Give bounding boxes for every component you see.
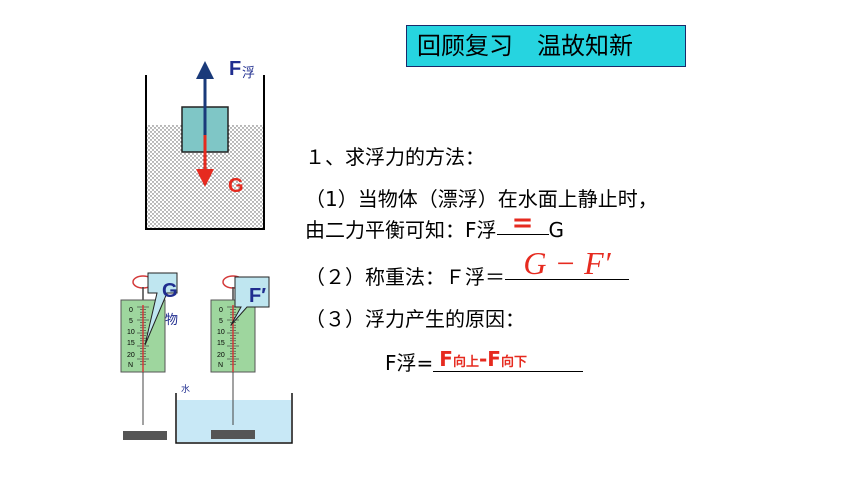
formula-f2: F bbox=[487, 347, 501, 371]
right-callout-label: F′ bbox=[249, 285, 266, 307]
left-tick-0: 0 bbox=[129, 307, 133, 314]
item1-suffix: G bbox=[548, 218, 565, 242]
item2-prefix: （２）称重法：Ｆ浮＝ bbox=[305, 265, 505, 289]
left-tick-10: 10 bbox=[127, 329, 135, 336]
left-tick-20: 20 bbox=[127, 352, 135, 359]
formula-answer: F向上-F向下 bbox=[433, 347, 584, 372]
right-callout bbox=[230, 276, 270, 326]
right-tick-0: 0 bbox=[219, 307, 223, 314]
right-tick-unit: N bbox=[218, 362, 223, 369]
left-weight bbox=[123, 431, 167, 440]
formula-line: F浮=F向上-F向下 bbox=[385, 347, 584, 376]
item1-answer: = bbox=[496, 210, 549, 236]
formula-minus: - bbox=[478, 347, 488, 371]
item3-line: （３）浮力产生的原因： bbox=[305, 307, 525, 331]
beaker-outline bbox=[145, 75, 265, 230]
spring-scale-diagram: 水 0 5 10 15 20 N G 物 0 5 10 15 20 N F′ bbox=[120, 272, 293, 444]
page-title: 回顾复习 温故知新 bbox=[406, 25, 686, 67]
gravity-label: G bbox=[228, 175, 244, 197]
buoyancy-label-sub: 浮 bbox=[242, 65, 255, 80]
right-tick-5: 5 bbox=[219, 318, 223, 325]
right-tick-15: 15 bbox=[217, 340, 225, 347]
formula-prefix: F浮= bbox=[385, 351, 434, 375]
item1-line1: （1）当物体（漂浮）在水面上静止时， bbox=[305, 187, 658, 211]
left-tick-unit: N bbox=[128, 362, 133, 369]
formula-f2-sub: 向下 bbox=[500, 355, 527, 370]
left-callout-label: G bbox=[162, 280, 178, 302]
item1-line2: 由二力平衡可知：F浮=G bbox=[305, 210, 565, 243]
section-heading: １、求浮力的方法： bbox=[305, 145, 485, 169]
left-callout-sub: 物 bbox=[165, 312, 178, 327]
item2-answer: G − F′ bbox=[505, 247, 629, 280]
right-tick-10: 10 bbox=[217, 329, 225, 336]
right-tick-20: 20 bbox=[217, 352, 225, 359]
gravity-arrow-head bbox=[196, 169, 214, 187]
formula-f1: F bbox=[439, 347, 453, 371]
water-label: 水 bbox=[181, 383, 190, 394]
item2-line: （２）称重法：Ｆ浮＝G − F′ bbox=[305, 247, 629, 290]
formula-f1-sub: 向上 bbox=[452, 355, 479, 370]
right-weight bbox=[211, 430, 255, 439]
floating-block-diagram: F 浮 G bbox=[145, 58, 265, 230]
left-callout bbox=[144, 272, 178, 346]
left-tick-15: 15 bbox=[127, 340, 135, 347]
buoyancy-label: F bbox=[229, 58, 241, 80]
water-tank bbox=[175, 393, 293, 444]
item1-prefix: 由二力平衡可知：F浮 bbox=[305, 218, 497, 242]
buoyancy-arrow-head bbox=[196, 61, 214, 79]
left-tick-5: 5 bbox=[129, 318, 133, 325]
